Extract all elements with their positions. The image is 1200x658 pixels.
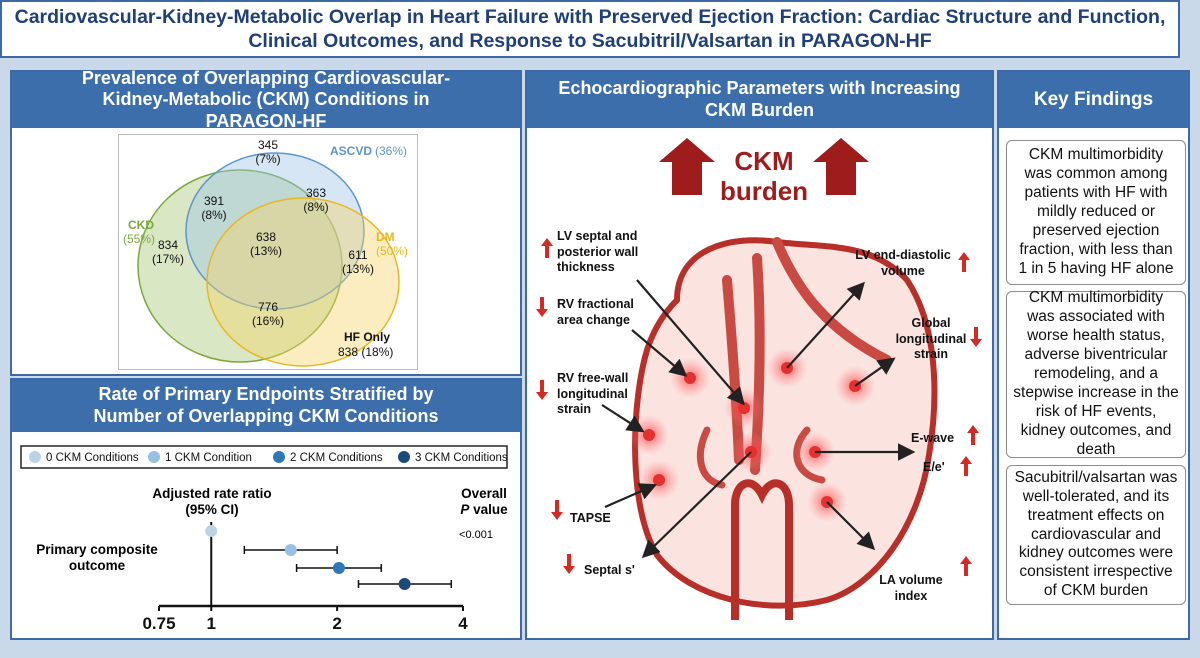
finding-text: CKM multimorbidity was associated with w… [1013, 289, 1179, 458]
x-tick-label: 2 [332, 614, 341, 633]
burden-up-arrow [659, 138, 715, 195]
heart-outline [632, 237, 938, 609]
legend-marker [29, 451, 41, 463]
venn-diagram: ASCVD(36%) CKD (55%) DM (50%) 345 (7%) 3… [118, 134, 418, 370]
x-tick-label: 1 [207, 614, 216, 633]
venn-region-count: 834 [158, 238, 178, 252]
venn-hf-only-label: HF Only [344, 330, 390, 344]
heart-diagram: CKM burden [601, 138, 938, 620]
up-arrow-icon [541, 238, 553, 263]
p-value: <0.001 [459, 529, 493, 541]
finding-text: Sacubitril/valsartan was well-tolerated,… [1014, 468, 1178, 600]
venn-ckd-set [137, 169, 343, 363]
point-estimate [284, 544, 297, 556]
legend-label: 1 CKM Condition [165, 452, 252, 464]
venn-region-count: 391 [204, 194, 224, 208]
up-arrow-icon [967, 425, 979, 450]
finding-card: CKM multimorbidity was common among pati… [1006, 140, 1186, 285]
venn-dm-set [206, 197, 400, 367]
venn-region-count: 345 [258, 138, 278, 152]
venn-ascvd-label: ASCVD(36%) [330, 144, 407, 158]
legend-marker [398, 451, 410, 463]
forest-legend-frame [20, 445, 508, 469]
venn-region-count: 776 [258, 300, 278, 314]
venn-region-count: 363 [306, 186, 326, 200]
endpoints-header: Rate of Primary Endpoints Stratified by … [12, 380, 520, 432]
burden-up-arrow [813, 138, 869, 195]
finding-card: CKM multimorbidity was associated with w… [1006, 289, 1186, 458]
findings-header: Key Findings [999, 72, 1188, 128]
finding-text: CKM multimorbidity was common among pati… [1018, 146, 1174, 277]
heart-wall [696, 426, 726, 489]
venn-region-pct: (13%) [250, 244, 282, 258]
venn-ckd-label: CKD [128, 218, 154, 232]
aorta [731, 479, 793, 620]
venn-ascvd-set [185, 152, 365, 310]
finding-card: Sacubitril/valsartan was well-tolerated,… [1006, 465, 1186, 605]
venn-region-pct: (13%) [342, 262, 374, 276]
venn-region-count: 611 [348, 248, 367, 262]
down-arrow-icon [563, 554, 575, 579]
venn-region-pct: (8%) [303, 200, 328, 214]
down-arrow-icon [536, 380, 548, 405]
x-tick-label: 4 [458, 614, 468, 633]
legend-marker [148, 451, 160, 463]
down-arrow-icon [970, 327, 982, 352]
prevalence-header: Prevalence of Overlapping Cardiovascular… [12, 68, 520, 131]
point-estimate [332, 562, 345, 574]
venn-dm-pct: (50%) [376, 244, 408, 258]
down-arrow-icon [536, 297, 548, 322]
ci-header: (95% CI) [185, 502, 238, 517]
venn-region-pct: (17%) [152, 252, 184, 266]
x-tick-label: 0.75 [142, 614, 175, 633]
point-estimate [205, 525, 218, 537]
legend-label: 2 CKM Conditions [290, 452, 383, 464]
legend-marker [273, 451, 285, 463]
burden-label: burden [720, 176, 808, 206]
venn-region-pct: (7%) [255, 152, 280, 166]
venn-dm-label: DM [376, 230, 395, 244]
up-arrow-icon [960, 456, 972, 481]
p-value-header: P value [460, 502, 508, 517]
rate-ratio-header: Adjusted rate ratio [152, 486, 271, 501]
up-arrow-icon [960, 556, 972, 581]
row-label: outcome [69, 558, 126, 573]
venn-hf-only-value: 838 (18%) [338, 345, 393, 359]
venn-region-pct: (8%) [201, 208, 226, 222]
venn-region-pct: (16%) [252, 314, 284, 328]
forest-plot: 0 CKM Conditions 1 CKM Condition 2 CKM Con… [20, 445, 508, 633]
burden-label: CKM [734, 146, 793, 176]
point-estimate [398, 578, 411, 590]
row-label: Primary composite [36, 542, 158, 557]
pointer-lines [601, 279, 916, 559]
venn-ckd-pct: (55%) [123, 232, 155, 246]
venn-region-count: 638 [256, 230, 276, 244]
legend-label: 3 CKM Conditions [415, 452, 508, 464]
echo-header: Echocardiographic Parameters with Increa… [527, 72, 992, 128]
overall-header: Overall [461, 486, 507, 501]
page-title: Cardiovascular-Kidney-Metabolic Overlap … [0, 0, 1180, 58]
down-arrow-icon [551, 500, 563, 525]
legend-label: 0 CKM Conditions [46, 452, 139, 464]
up-arrow-icon [958, 252, 970, 277]
